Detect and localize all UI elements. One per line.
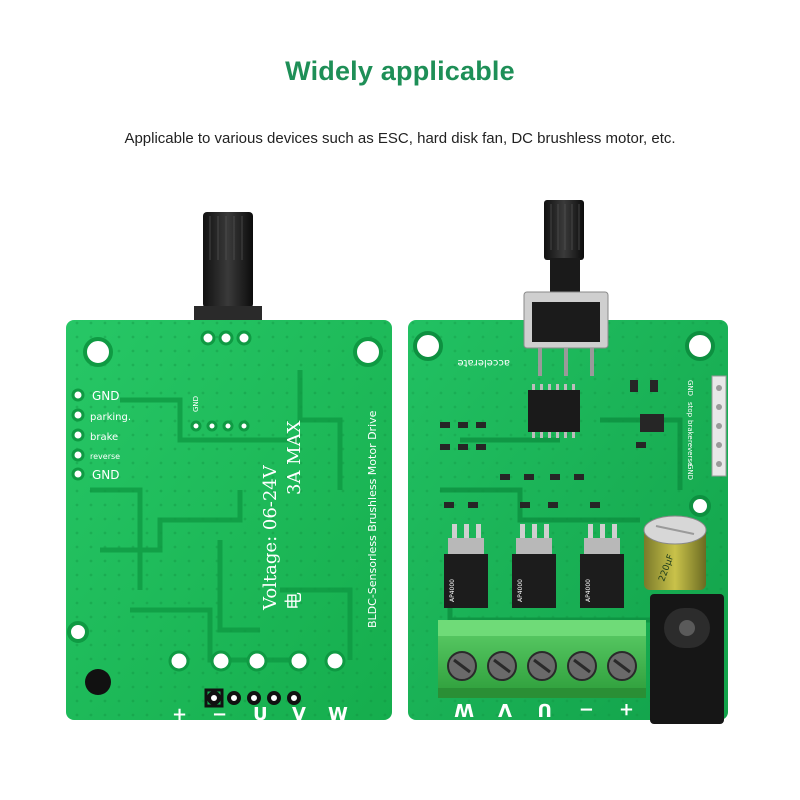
right-pin-header <box>711 375 727 477</box>
right-mosfet-label-2: AP4000 <box>517 579 524 602</box>
left-terminal-label-plus: + <box>172 704 187 725</box>
left-pin-label-4: reverse <box>90 452 120 461</box>
left-terminal-label-minus: − <box>212 704 227 725</box>
left-terminal-label-w: W <box>328 704 348 725</box>
left-black-hole <box>85 669 111 695</box>
right-mosfet-label-1: AP4000 <box>449 579 456 602</box>
left-pin-label-2: parking. <box>90 412 131 423</box>
right-pin-label-3: brake <box>686 420 694 440</box>
right-terminal-label-v: V <box>498 699 512 720</box>
left-gnd-small-label: GND <box>192 396 200 412</box>
right-dc-jack <box>650 594 724 724</box>
left-terminal-label-v: V <box>292 704 306 725</box>
left-current-prefix: 电 <box>284 592 305 610</box>
right-terminal-label-u: U <box>537 699 552 720</box>
right-board: accelerate AP4000 A <box>408 200 728 724</box>
right-mosfets: AP4000 AP4000 AP4000 <box>444 524 624 608</box>
left-pin-header <box>71 388 85 481</box>
left-current-label: 3A MAX <box>284 420 305 495</box>
left-voltage-label: Voltage: 06-24V <box>260 464 281 611</box>
right-terminal-label-minus: − <box>579 699 594 720</box>
left-pin-label-5: GND <box>92 468 120 482</box>
right-terminal-label-plus: + <box>619 699 634 720</box>
product-photo: GND parking. brake reverse GND GND Volta… <box>0 190 800 750</box>
right-pin-label-4: reverse <box>686 440 694 466</box>
right-controller-ic <box>528 390 580 432</box>
right-pin-label-5: GND <box>686 464 694 480</box>
right-screw-terminal <box>438 620 646 698</box>
right-pin-label-1: GND <box>686 380 694 396</box>
page-title: Widely applicable <box>285 56 515 86</box>
left-terminal-label-u: U <box>253 704 268 725</box>
left-potentiometer-knob <box>194 212 262 324</box>
left-product-label: BLDC-Sensorless Brushless Motor Drive <box>366 410 379 628</box>
page-subtitle: Applicable to various devices such as ES… <box>124 130 676 147</box>
right-potentiometer <box>523 200 609 376</box>
left-output-pads <box>168 650 346 708</box>
left-board: GND parking. brake reverse GND GND Volta… <box>66 212 392 725</box>
right-terminal-label-w: W <box>454 699 474 720</box>
left-pin-label-3: brake <box>90 432 118 443</box>
right-mosfet-label-3: AP4000 <box>585 579 592 602</box>
right-pin-label-2: stop <box>686 402 694 418</box>
right-capacitor: 220μF <box>643 515 707 590</box>
left-pin-label-1: GND <box>92 389 120 403</box>
right-accelerate-label: accelerate <box>457 357 510 368</box>
